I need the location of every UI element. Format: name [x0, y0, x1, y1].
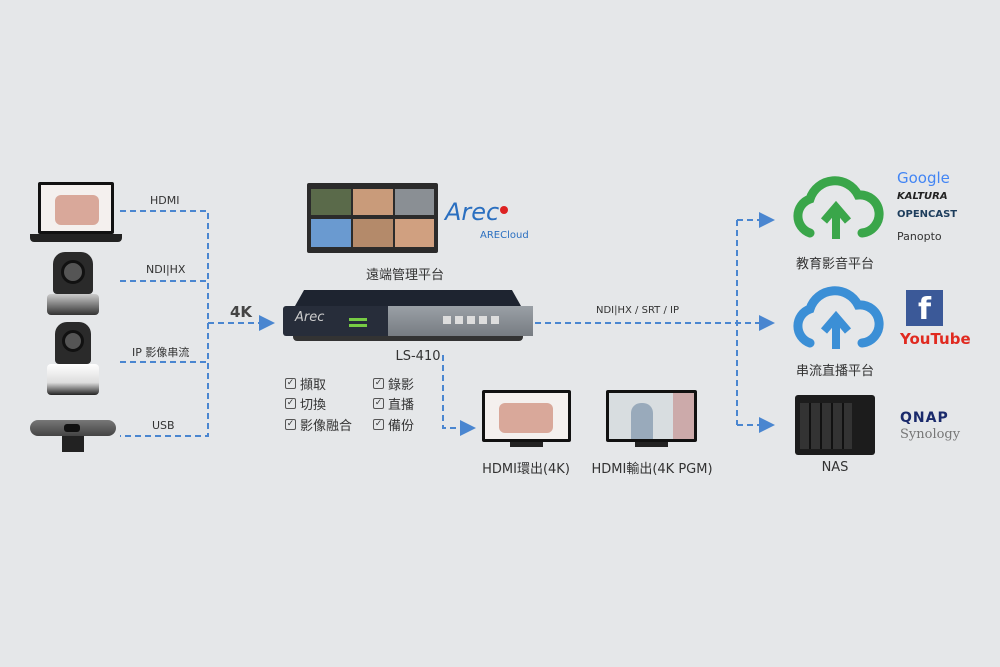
feature-record: ✓錄影	[373, 378, 415, 393]
feature-switch: ✓切換	[285, 398, 327, 413]
feature-live: ✓直播	[373, 398, 415, 413]
management-screen-image	[307, 183, 438, 253]
checkbox-icon: ✓	[373, 378, 384, 389]
checkbox-icon: ✓	[373, 419, 384, 430]
checkbox-icon: ✓	[373, 398, 384, 409]
ptz-camera-white-image	[47, 322, 99, 395]
dest-edu-title: 教育影音平台	[795, 257, 875, 272]
youtube-logo: YouTube	[900, 330, 971, 348]
ls410-device-image: Arec	[283, 290, 533, 342]
arecloud-logo: Arec ARECloud	[445, 198, 529, 241]
input-label-hdmi: HDMI	[150, 194, 180, 207]
network-label: NDI|HX / SRT / IP	[596, 305, 679, 316]
monitor-pgm-image	[606, 390, 697, 448]
input-label-usb: USB	[152, 419, 175, 432]
dest-stream-title: 串流直播平台	[795, 364, 875, 379]
checkbox-icon: ✓	[285, 419, 296, 430]
google-logo: Google	[897, 169, 950, 187]
green-upload-cloud-icon	[793, 176, 884, 239]
ptz-camera-black-image	[47, 252, 99, 315]
dest-nas-title: NAS	[821, 460, 849, 475]
panopto-logo: Panopto	[897, 230, 942, 243]
output-pgm-label: HDMI輸出(4K PGM)	[591, 462, 713, 477]
feature-blend: ✓影像融合	[285, 419, 353, 434]
checkbox-icon: ✓	[285, 378, 296, 389]
output-loop-label: HDMI環出(4K)	[482, 462, 570, 477]
resolution-label: 4K	[230, 303, 253, 321]
feature-backup: ✓備份	[373, 419, 415, 434]
qnap-logo: QNAP	[900, 410, 949, 426]
facebook-logo: f	[906, 290, 943, 327]
nas-image	[795, 395, 875, 455]
blue-upload-cloud-icon	[793, 286, 884, 349]
monitor-loop-image	[482, 390, 571, 448]
kaltura-logo: KALTURA	[897, 191, 948, 202]
checkbox-icon: ✓	[285, 398, 296, 409]
laptop-image	[30, 182, 122, 245]
input-label-ip: IP 影像串流	[132, 346, 190, 359]
usb-camera-image	[30, 420, 116, 452]
synology-logo: Synology	[900, 427, 961, 442]
device-model: LS-410	[395, 349, 441, 364]
input-label-ndihx: NDI|HX	[146, 263, 186, 276]
cloud-title: 遠端管理平台	[365, 268, 445, 283]
feature-capture: ✓擷取	[285, 378, 327, 393]
opencast-logo: OPENCAST	[897, 209, 958, 220]
